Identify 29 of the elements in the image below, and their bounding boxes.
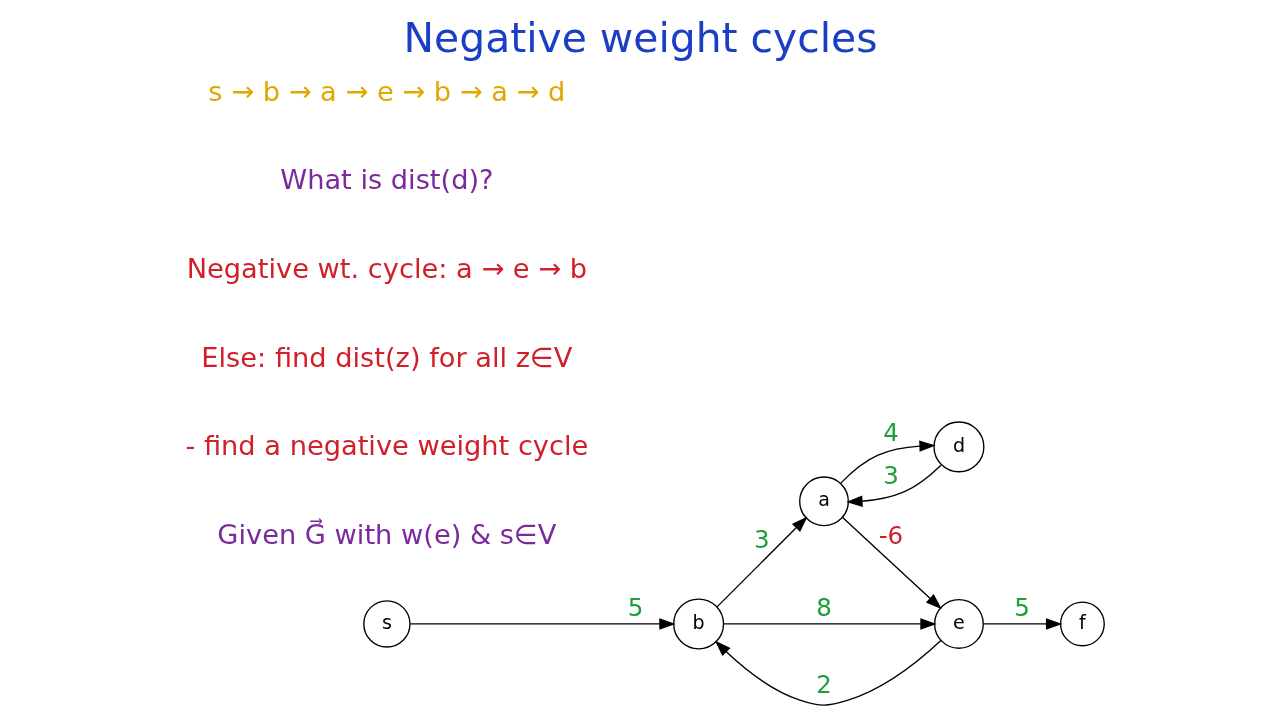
arrow <box>839 440 936 485</box>
label: Given G⃗ with w(e) & s∈V <box>216 518 556 550</box>
node-circle: f <box>1059 601 1105 647</box>
edge-label: 2 <box>815 669 832 699</box>
node-circle: s <box>362 600 411 648</box>
arrow <box>845 464 942 507</box>
edge-label: 5 <box>1013 593 1030 623</box>
label: - find a negative weight cycle <box>184 430 588 462</box>
arrow <box>715 516 808 608</box>
arrow <box>982 618 1062 630</box>
edge-label: 3 <box>753 525 770 555</box>
arrow <box>714 639 942 706</box>
edge-label: 4 <box>882 417 899 447</box>
node-circle: d <box>932 421 984 473</box>
edge-label: -6 <box>878 521 903 551</box>
node-circle: a <box>798 476 849 527</box>
label: Else: find dist(z) for all z∈V <box>200 341 572 373</box>
edge-label: 5 <box>627 593 643 623</box>
arrow <box>841 516 942 610</box>
node-circle: e <box>933 598 984 649</box>
label: What is dist(d)? <box>279 164 494 196</box>
node-circle: b <box>672 598 724 650</box>
edge-label: 3 <box>882 461 899 491</box>
arrow <box>722 618 937 630</box>
label: Negative wt. cycle: a → e → b <box>186 252 587 284</box>
arrow <box>409 618 676 630</box>
label: s → b → a → e → b → a → d <box>207 75 565 107</box>
diagram-title: Negative weight cycles <box>403 13 877 62</box>
edge-label: 8 <box>815 593 832 623</box>
